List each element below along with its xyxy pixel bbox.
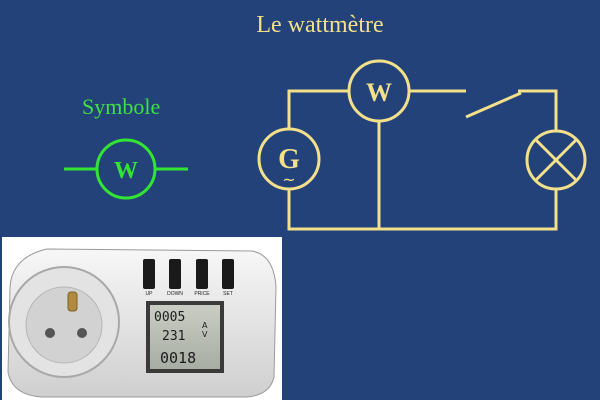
button-up[interactable] xyxy=(143,259,155,289)
generator-letter: G xyxy=(278,144,300,175)
symbol-label: Symbole xyxy=(82,94,161,119)
device-drawing: UP DOWN PRICE SET 0005 A 231 V 0018 xyxy=(7,248,277,398)
lamp-cross-b xyxy=(534,138,578,182)
symbol-circle xyxy=(95,138,157,200)
page-title: Le wattmètre xyxy=(256,12,384,38)
button-down[interactable] xyxy=(169,259,181,289)
wattmeter-letter: W xyxy=(366,78,392,107)
lcd-screen xyxy=(150,305,220,369)
button-set-label: SET xyxy=(223,291,233,297)
lamp-circle xyxy=(525,129,587,191)
wattmeter-circle xyxy=(347,59,411,123)
circuit-diagram xyxy=(257,59,587,231)
lcd-line-1: 0005 xyxy=(154,310,185,325)
lcd-line-3: 0018 xyxy=(160,349,196,367)
socket-hole-right xyxy=(77,328,87,338)
lcd-unit-top: A xyxy=(202,321,208,330)
wire-top-right xyxy=(518,89,558,131)
socket-inner xyxy=(25,286,103,364)
button-price[interactable] xyxy=(196,259,208,289)
switch-blade xyxy=(465,91,522,119)
symbol-letter: W xyxy=(114,158,138,184)
socket-hole-left xyxy=(45,328,55,338)
generator-circle xyxy=(257,127,321,191)
button-down-label: DOWN xyxy=(167,291,183,297)
wattmeter-device-photo: UP DOWN PRICE SET 0005 A 231 V 0018 xyxy=(2,237,282,400)
lcd-unit-mid: V xyxy=(202,330,208,339)
generator-ac-mark: ~ xyxy=(282,170,295,189)
button-set[interactable] xyxy=(222,259,234,289)
button-price-label: PRICE xyxy=(194,291,210,297)
wire-top-left xyxy=(287,89,348,130)
lcd-line-2: 231 xyxy=(162,329,185,344)
button-row xyxy=(143,259,234,289)
earth-pin xyxy=(67,291,78,312)
wattmeter-symbol: W xyxy=(64,138,188,200)
button-up-label: UP xyxy=(146,291,154,297)
wire-bottom xyxy=(287,189,558,231)
